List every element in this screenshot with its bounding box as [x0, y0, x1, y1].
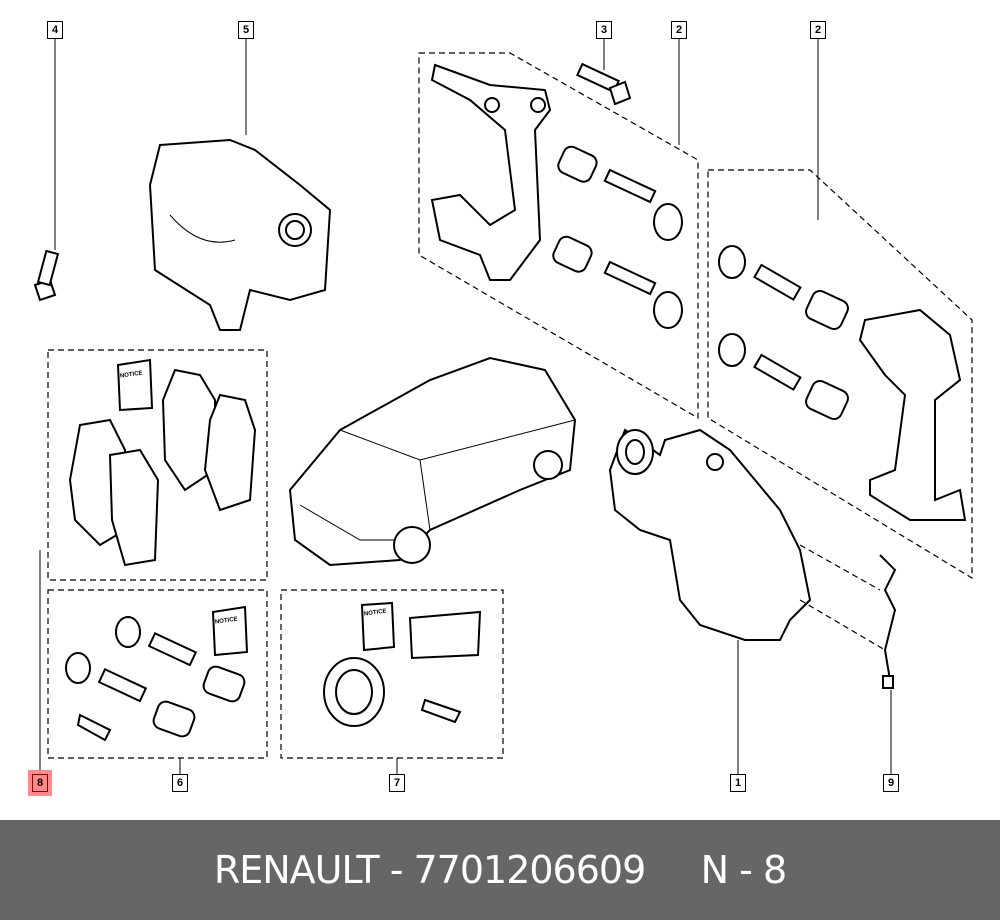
- brake-parts-diagram: [33, 37, 973, 774]
- callout-2-upper-bracket[interactable]: 2: [671, 21, 687, 39]
- kit-box-bracket-upper: [418, 52, 699, 420]
- callout-6[interactable]: 6: [172, 774, 188, 792]
- callout-2-lower-bracket[interactable]: 2: [810, 21, 826, 39]
- wear-sensor-part-9: [799, 544, 897, 689]
- caliper-part-1: [608, 428, 812, 641]
- caliper-bracket-lower: [858, 308, 967, 521]
- guide-pins-upper: [552, 145, 683, 329]
- kit-box-bracket-lower: [707, 169, 973, 580]
- kit-box-7: [280, 589, 504, 759]
- bolt-part-3: [576, 62, 632, 106]
- part-number: RENAULT - 7701206609: [213, 848, 646, 892]
- brake-pads-part: [68, 368, 257, 567]
- caliper-bracket-upper: [430, 63, 552, 281]
- footer-bar: RENAULT - 7701206609 N - 8: [0, 820, 1000, 920]
- callout-4[interactable]: 4: [47, 21, 63, 39]
- callout-9[interactable]: 9: [883, 774, 899, 792]
- callout-3[interactable]: 3: [596, 21, 612, 39]
- leader-lines: [39, 37, 892, 774]
- bleed-screw-part: [33, 249, 60, 302]
- callout-1[interactable]: 1: [730, 774, 746, 792]
- callout-5[interactable]: 5: [238, 21, 254, 39]
- guide-pins-lower: [718, 245, 849, 420]
- footer-gap: [645, 848, 700, 892]
- callout-8-highlighted[interactable]: 8: [28, 770, 52, 796]
- reference-number: N - 8: [700, 848, 787, 892]
- kit-box-6: [47, 589, 268, 759]
- callout-7[interactable]: 7: [389, 774, 405, 792]
- kit-box-pads: [47, 349, 268, 581]
- guide-pin-kit-parts: [65, 616, 246, 742]
- notice-booklets: [116, 358, 396, 657]
- car-illustration: [288, 356, 577, 567]
- caliper-part-5: [148, 138, 332, 331]
- seal-kit-parts: [323, 610, 482, 727]
